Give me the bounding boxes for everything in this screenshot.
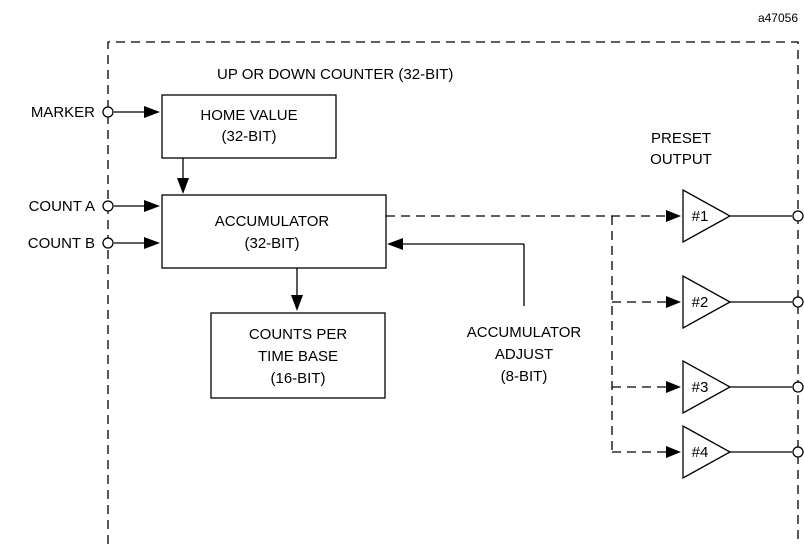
counts-per-time-base-line2: TIME BASE bbox=[258, 348, 338, 365]
preset-output-1: #1 bbox=[666, 188, 804, 244]
preset-1-port bbox=[792, 210, 804, 222]
accumulator-bits: (32-BIT) bbox=[244, 235, 299, 252]
accumulator-label: ACCUMULATOR bbox=[215, 213, 330, 230]
count-a-arrow bbox=[144, 200, 160, 212]
accumulator-adjust-line1: ACCUMULATOR bbox=[467, 324, 582, 341]
accumulator-adjust-line2: ADJUST bbox=[495, 346, 553, 363]
preset-1-label: #1 bbox=[692, 208, 709, 225]
preset-1-comparator bbox=[682, 188, 732, 244]
counts-per-time-base-line1: COUNTS PER bbox=[249, 326, 348, 343]
preset-output-line1: PRESET bbox=[651, 130, 711, 147]
preset-3-port bbox=[792, 381, 804, 393]
preset-1-arrow bbox=[666, 210, 681, 222]
figure-id: a47056 bbox=[758, 11, 798, 25]
preset-output-3: #3 bbox=[612, 359, 804, 415]
preset-2-arrow bbox=[666, 296, 681, 308]
accumulator-to-counts-arrow bbox=[291, 295, 303, 311]
preset-4-arrow bbox=[666, 446, 681, 458]
preset-output-line2: OUTPUT bbox=[650, 151, 712, 168]
preset-3-arrow bbox=[666, 381, 681, 393]
count-a-port bbox=[102, 200, 114, 212]
marker-label: MARKER bbox=[31, 104, 95, 121]
home-value-block bbox=[161, 94, 337, 159]
accumulator-adjust-bits: (8-BIT) bbox=[501, 368, 548, 385]
preset-3-label: #3 bbox=[692, 379, 709, 396]
preset-2-port bbox=[792, 296, 804, 308]
counter-enclosure bbox=[107, 41, 799, 544]
preset-output-4: #4 bbox=[612, 424, 804, 480]
preset-2-label: #2 bbox=[692, 294, 709, 311]
adjust-arrow bbox=[387, 238, 403, 250]
home-to-accumulator-arrow bbox=[177, 178, 189, 194]
home-value-label: HOME VALUE bbox=[200, 107, 297, 124]
marker-arrow bbox=[144, 106, 160, 118]
count-b-label: COUNT B bbox=[28, 235, 95, 252]
home-value-bits: (32-BIT) bbox=[221, 128, 276, 145]
counts-per-time-base-bits: (16-BIT) bbox=[270, 370, 325, 387]
accumulator-block bbox=[161, 194, 387, 269]
counter-title: UP OR DOWN COUNTER (32-BIT) bbox=[217, 66, 453, 83]
marker-port bbox=[102, 106, 114, 118]
preset-3-comparator bbox=[682, 359, 732, 415]
preset-2-comparator bbox=[682, 274, 732, 330]
count-b-port bbox=[102, 237, 114, 249]
count-b-arrow bbox=[144, 237, 160, 249]
preset-4-comparator bbox=[682, 424, 732, 480]
preset-output-2: #2 bbox=[612, 274, 804, 330]
preset-4-label: #4 bbox=[692, 444, 709, 461]
count-a-label: COUNT A bbox=[29, 198, 95, 215]
counts-per-time-base-block bbox=[210, 312, 386, 399]
preset-4-port bbox=[792, 446, 804, 458]
